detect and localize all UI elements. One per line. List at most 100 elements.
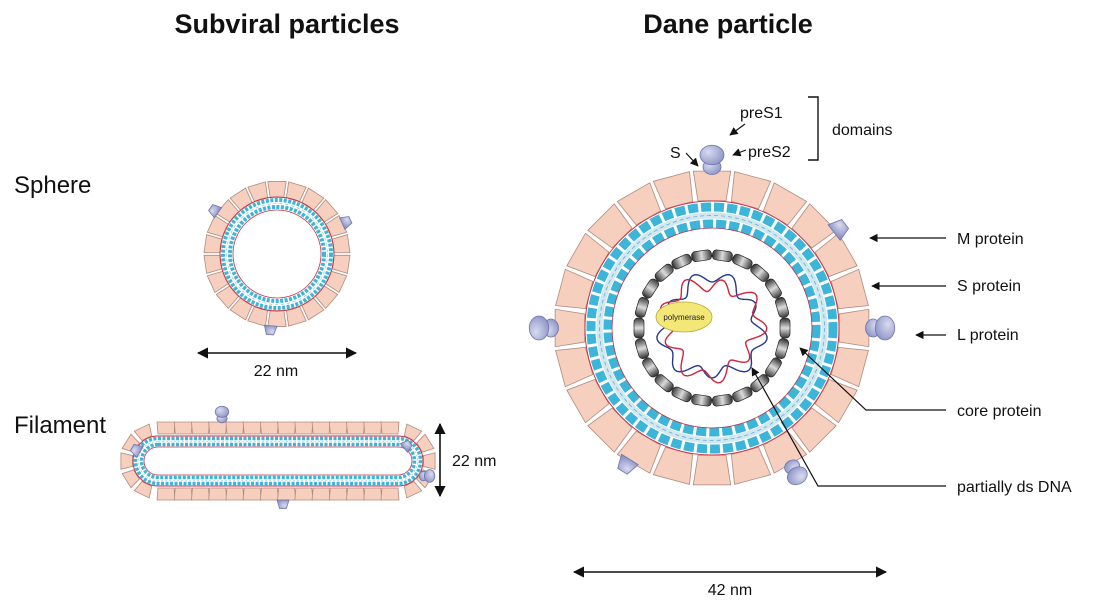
pres2-label: preS2 — [748, 144, 791, 161]
domain-annotations: preS1 preS2 S domains — [670, 96, 892, 167]
envelope-protein — [363, 487, 383, 501]
lipid-heads-inner — [228, 205, 326, 303]
lipid-heads-inner — [603, 219, 821, 437]
pres2-domain — [617, 453, 639, 475]
component-annotations: M protein S protein L protein core prote… — [751, 231, 1072, 496]
filament-particle — [120, 405, 436, 509]
domains-bracket — [808, 96, 819, 161]
envelope-protein — [692, 170, 732, 202]
core-protein-subunit — [775, 338, 790, 359]
pres1-domain — [528, 315, 550, 341]
filament-m-protein — [399, 439, 413, 453]
envelope-protein — [259, 487, 279, 501]
core-protein-subunit — [732, 386, 753, 403]
dane-title: Dane particle — [643, 9, 813, 39]
domains-label: domains — [832, 122, 892, 139]
lipid-heads-outer — [586, 202, 838, 454]
envelope-protein — [554, 308, 586, 348]
envelope-protein — [325, 270, 348, 294]
envelope-protein — [277, 487, 297, 501]
core-protein-subunit — [654, 374, 674, 393]
pres1-domain — [424, 469, 436, 483]
sphere-m-protein — [263, 324, 278, 336]
subviral-title: Subviral particles — [174, 9, 399, 39]
envelope-protein — [156, 487, 176, 501]
filament-l-protein — [418, 469, 436, 483]
pres2-domain — [339, 216, 353, 230]
dane-m-protein — [827, 219, 850, 241]
dane-m-protein — [617, 453, 639, 475]
envelope-protein — [423, 452, 436, 470]
s-domain-label: S — [670, 145, 681, 162]
envelope-protein — [328, 421, 348, 435]
membrane-outer-line — [219, 196, 335, 312]
s-protein-label: S protein — [957, 278, 1021, 295]
core-protein-subunit — [711, 249, 733, 262]
dna-minus-strand — [656, 273, 768, 379]
dane-l-protein — [528, 315, 559, 341]
filament-dimension: 22 nm — [434, 422, 496, 498]
sphere-label: Sphere — [14, 172, 91, 199]
envelope-protein — [247, 305, 269, 327]
l-protein-label: L protein — [957, 327, 1019, 344]
core-protein-subunit — [764, 278, 782, 299]
envelope-protein — [203, 234, 223, 254]
envelope-protein — [191, 421, 210, 435]
filament-label: Filament — [14, 412, 106, 439]
envelope-protein — [267, 310, 287, 327]
envelope-protein — [173, 487, 193, 501]
envelope-protein — [242, 421, 262, 435]
envelope-protein — [259, 421, 279, 435]
core-protein-subunit — [750, 263, 770, 282]
envelope-protein — [311, 487, 331, 501]
pres2-domain — [276, 499, 290, 509]
filament-dimension-label: 22 nm — [452, 453, 496, 470]
envelope-protein — [331, 234, 351, 254]
envelope-protein — [206, 270, 229, 294]
pres2-domain — [263, 324, 278, 336]
envelope-protein — [225, 421, 245, 435]
lipid-heads-outer — [133, 436, 423, 486]
pres1-domain — [699, 144, 725, 166]
sphere-m-protein — [208, 204, 223, 219]
sphere-m-protein — [339, 216, 353, 230]
core-protein-subunit — [642, 278, 660, 299]
lipid-tail-lines — [138, 441, 418, 481]
core-protein-subunit — [779, 317, 791, 339]
envelope-protein — [692, 454, 732, 486]
envelope-protein — [328, 487, 348, 501]
core-protein-subunit — [634, 297, 649, 318]
pres1-domain — [214, 405, 230, 418]
pres1-label: preS1 — [740, 105, 783, 122]
core-protein-subunit — [732, 253, 753, 270]
envelope-protein — [346, 421, 365, 435]
core-protein-subunit — [691, 249, 713, 262]
pres2-domain — [827, 219, 850, 241]
dane-particle: polymerase — [528, 144, 896, 486]
lipid-heads-inner — [139, 442, 417, 480]
polymerase-body — [655, 301, 713, 333]
pres2-domain — [129, 443, 144, 459]
core-protein-subunit — [654, 263, 674, 282]
envelope-protein — [208, 487, 228, 501]
core-protein-subunit — [671, 253, 692, 270]
partially-ds-dna-label: partially ds DNA — [957, 479, 1072, 496]
envelope-protein — [380, 487, 400, 501]
sphere-dimension-label: 22 nm — [254, 363, 298, 380]
core-protein-subunit — [764, 357, 782, 378]
envelope-protein — [380, 421, 400, 435]
pres2-domain — [208, 204, 223, 219]
envelope-protein — [120, 452, 133, 470]
sphere-particle — [203, 181, 353, 336]
polymerase-label: polymerase — [663, 313, 705, 322]
envelope-protein — [346, 487, 365, 501]
membrane-outer-line — [584, 200, 840, 456]
core-protein-subunit — [671, 386, 692, 403]
filament-m-protein — [129, 443, 144, 459]
envelope-protein — [203, 254, 223, 274]
envelope-protein — [277, 421, 297, 435]
envelope-protein — [331, 254, 351, 274]
envelope-protein — [208, 421, 228, 435]
envelope-protein — [242, 487, 262, 501]
